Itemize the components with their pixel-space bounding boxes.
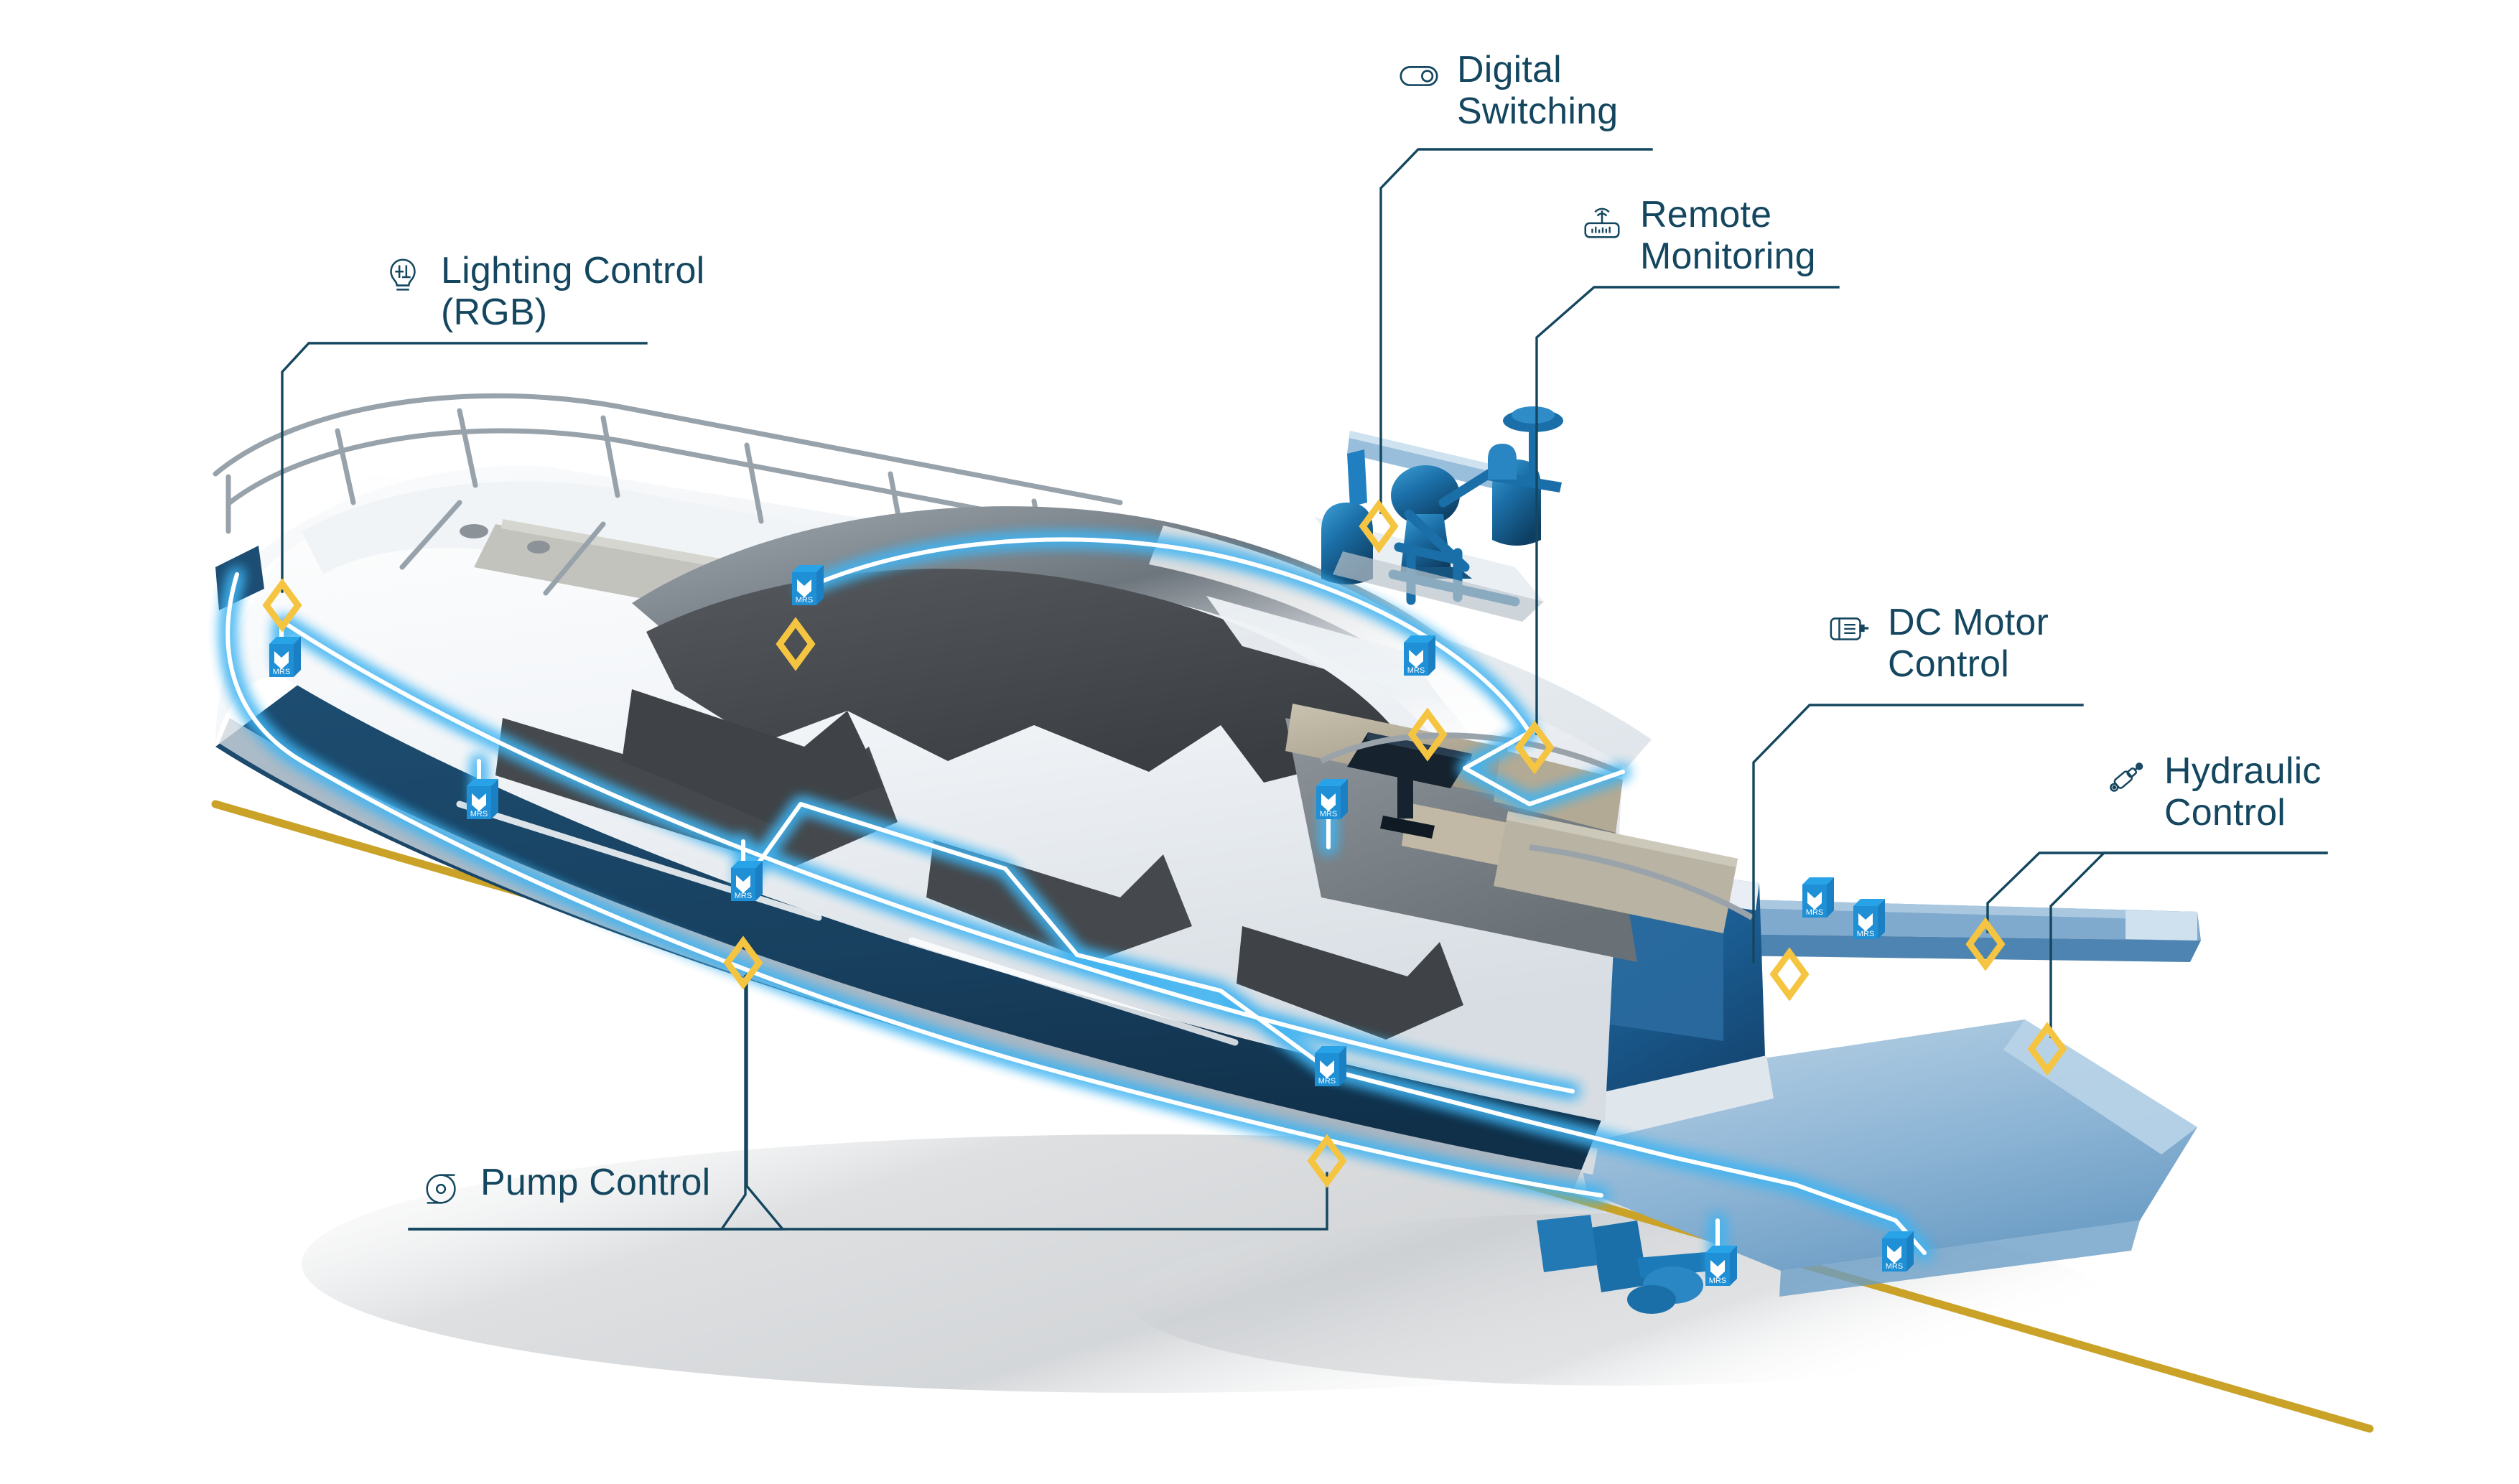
callout-lighting-control[interactable]: Lighting Control (RGB) xyxy=(381,250,704,333)
callout-label-remote-monitoring: Remote Monitoring xyxy=(1640,194,1816,278)
callout-hydraulic-control[interactable]: Hydraulic Control xyxy=(2104,750,2322,834)
mrs-node-cube[interactable]: MRS xyxy=(792,565,824,605)
diamond-marker[interactable] xyxy=(262,578,302,633)
mrs-node-label: MRS xyxy=(796,596,813,605)
callout-label-pump-control: Pump Control xyxy=(480,1162,711,1203)
mrs-node-cube[interactable]: MRS xyxy=(1316,779,1348,819)
mrs-node-label: MRS xyxy=(273,668,290,676)
diamond-marker[interactable] xyxy=(2027,1022,2067,1076)
callout-dc-motor-control[interactable]: DC Motor Control xyxy=(1827,602,2049,685)
mrs-node-cube[interactable]: MRS xyxy=(1705,1246,1737,1286)
leader-digital-switching xyxy=(1379,148,1653,514)
mrs-node-cube[interactable]: MRS xyxy=(1853,899,1885,939)
leader-pump-branch-c xyxy=(409,975,747,1231)
mrs-node-label: MRS xyxy=(1857,930,1874,938)
leader-dc-motor-control xyxy=(1752,704,2084,963)
hydraulic-cylinder-icon xyxy=(2104,755,2148,799)
diamond-marker[interactable] xyxy=(1407,707,1448,762)
mrs-node-label: MRS xyxy=(1709,1277,1726,1285)
signal-router-icon xyxy=(1580,198,1624,243)
mrs-node-label: MRS xyxy=(1886,1262,1903,1271)
mrs-node-label: MRS xyxy=(1407,666,1425,675)
diamond-marker[interactable] xyxy=(1769,947,1810,1002)
mrs-node-label: MRS xyxy=(735,892,752,900)
stern-drive xyxy=(1537,1215,1727,1314)
mrs-node-cube[interactable]: MRS xyxy=(269,637,301,677)
mrs-node-label: MRS xyxy=(1806,908,1823,917)
lightbulb-rgb-icon xyxy=(381,254,425,299)
diamond-marker[interactable] xyxy=(1307,1134,1347,1188)
diamond-marker[interactable] xyxy=(1965,917,2006,971)
pump-circle-icon xyxy=(420,1166,465,1210)
callout-label-lighting-control: Lighting Control (RGB) xyxy=(441,250,705,334)
mrs-node-label: MRS xyxy=(470,810,488,818)
hull-navy-band xyxy=(215,682,1601,1192)
callout-label-dc-motor-control: DC Motor Control xyxy=(1888,602,2049,686)
mrs-node-label: MRS xyxy=(1320,810,1337,818)
toggle-switch-icon xyxy=(1397,53,1441,98)
leader-hydraulic-2 xyxy=(2049,851,2328,1038)
callout-digital-switching[interactable]: Digital Switching xyxy=(1397,49,1618,132)
mrs-node-label: MRS xyxy=(1318,1077,1336,1086)
mrs-node-cube[interactable]: MRS xyxy=(1404,635,1435,676)
cockpit xyxy=(1285,704,1754,962)
mrs-node-cube[interactable]: MRS xyxy=(731,861,763,901)
diamond-marker[interactable] xyxy=(1514,720,1555,775)
diamond-marker[interactable] xyxy=(723,935,763,990)
mrs-node-cube[interactable]: MRS xyxy=(1802,877,1834,918)
callout-label-digital-switching: Digital Switching xyxy=(1457,49,1619,133)
callout-pump-control[interactable]: Pump Control xyxy=(420,1162,710,1210)
diamond-marker[interactable] xyxy=(1359,499,1399,554)
mrs-node-cube[interactable]: MRS xyxy=(1315,1046,1346,1086)
leader-lighting-control xyxy=(281,342,648,593)
diamond-marker[interactable] xyxy=(776,617,816,671)
hydraulic-passerelle xyxy=(1666,897,2201,962)
mrs-node-cube[interactable]: MRS xyxy=(1882,1231,1914,1271)
dc-motor-icon xyxy=(1827,606,1872,650)
mrs-node-cube[interactable]: MRS xyxy=(467,779,498,819)
leader-remote-monitoring xyxy=(1535,286,1840,735)
callout-label-hydraulic-control: Hydraulic Control xyxy=(2164,750,2322,834)
callout-remote-monitoring[interactable]: Remote Monitoring xyxy=(1580,194,1816,277)
